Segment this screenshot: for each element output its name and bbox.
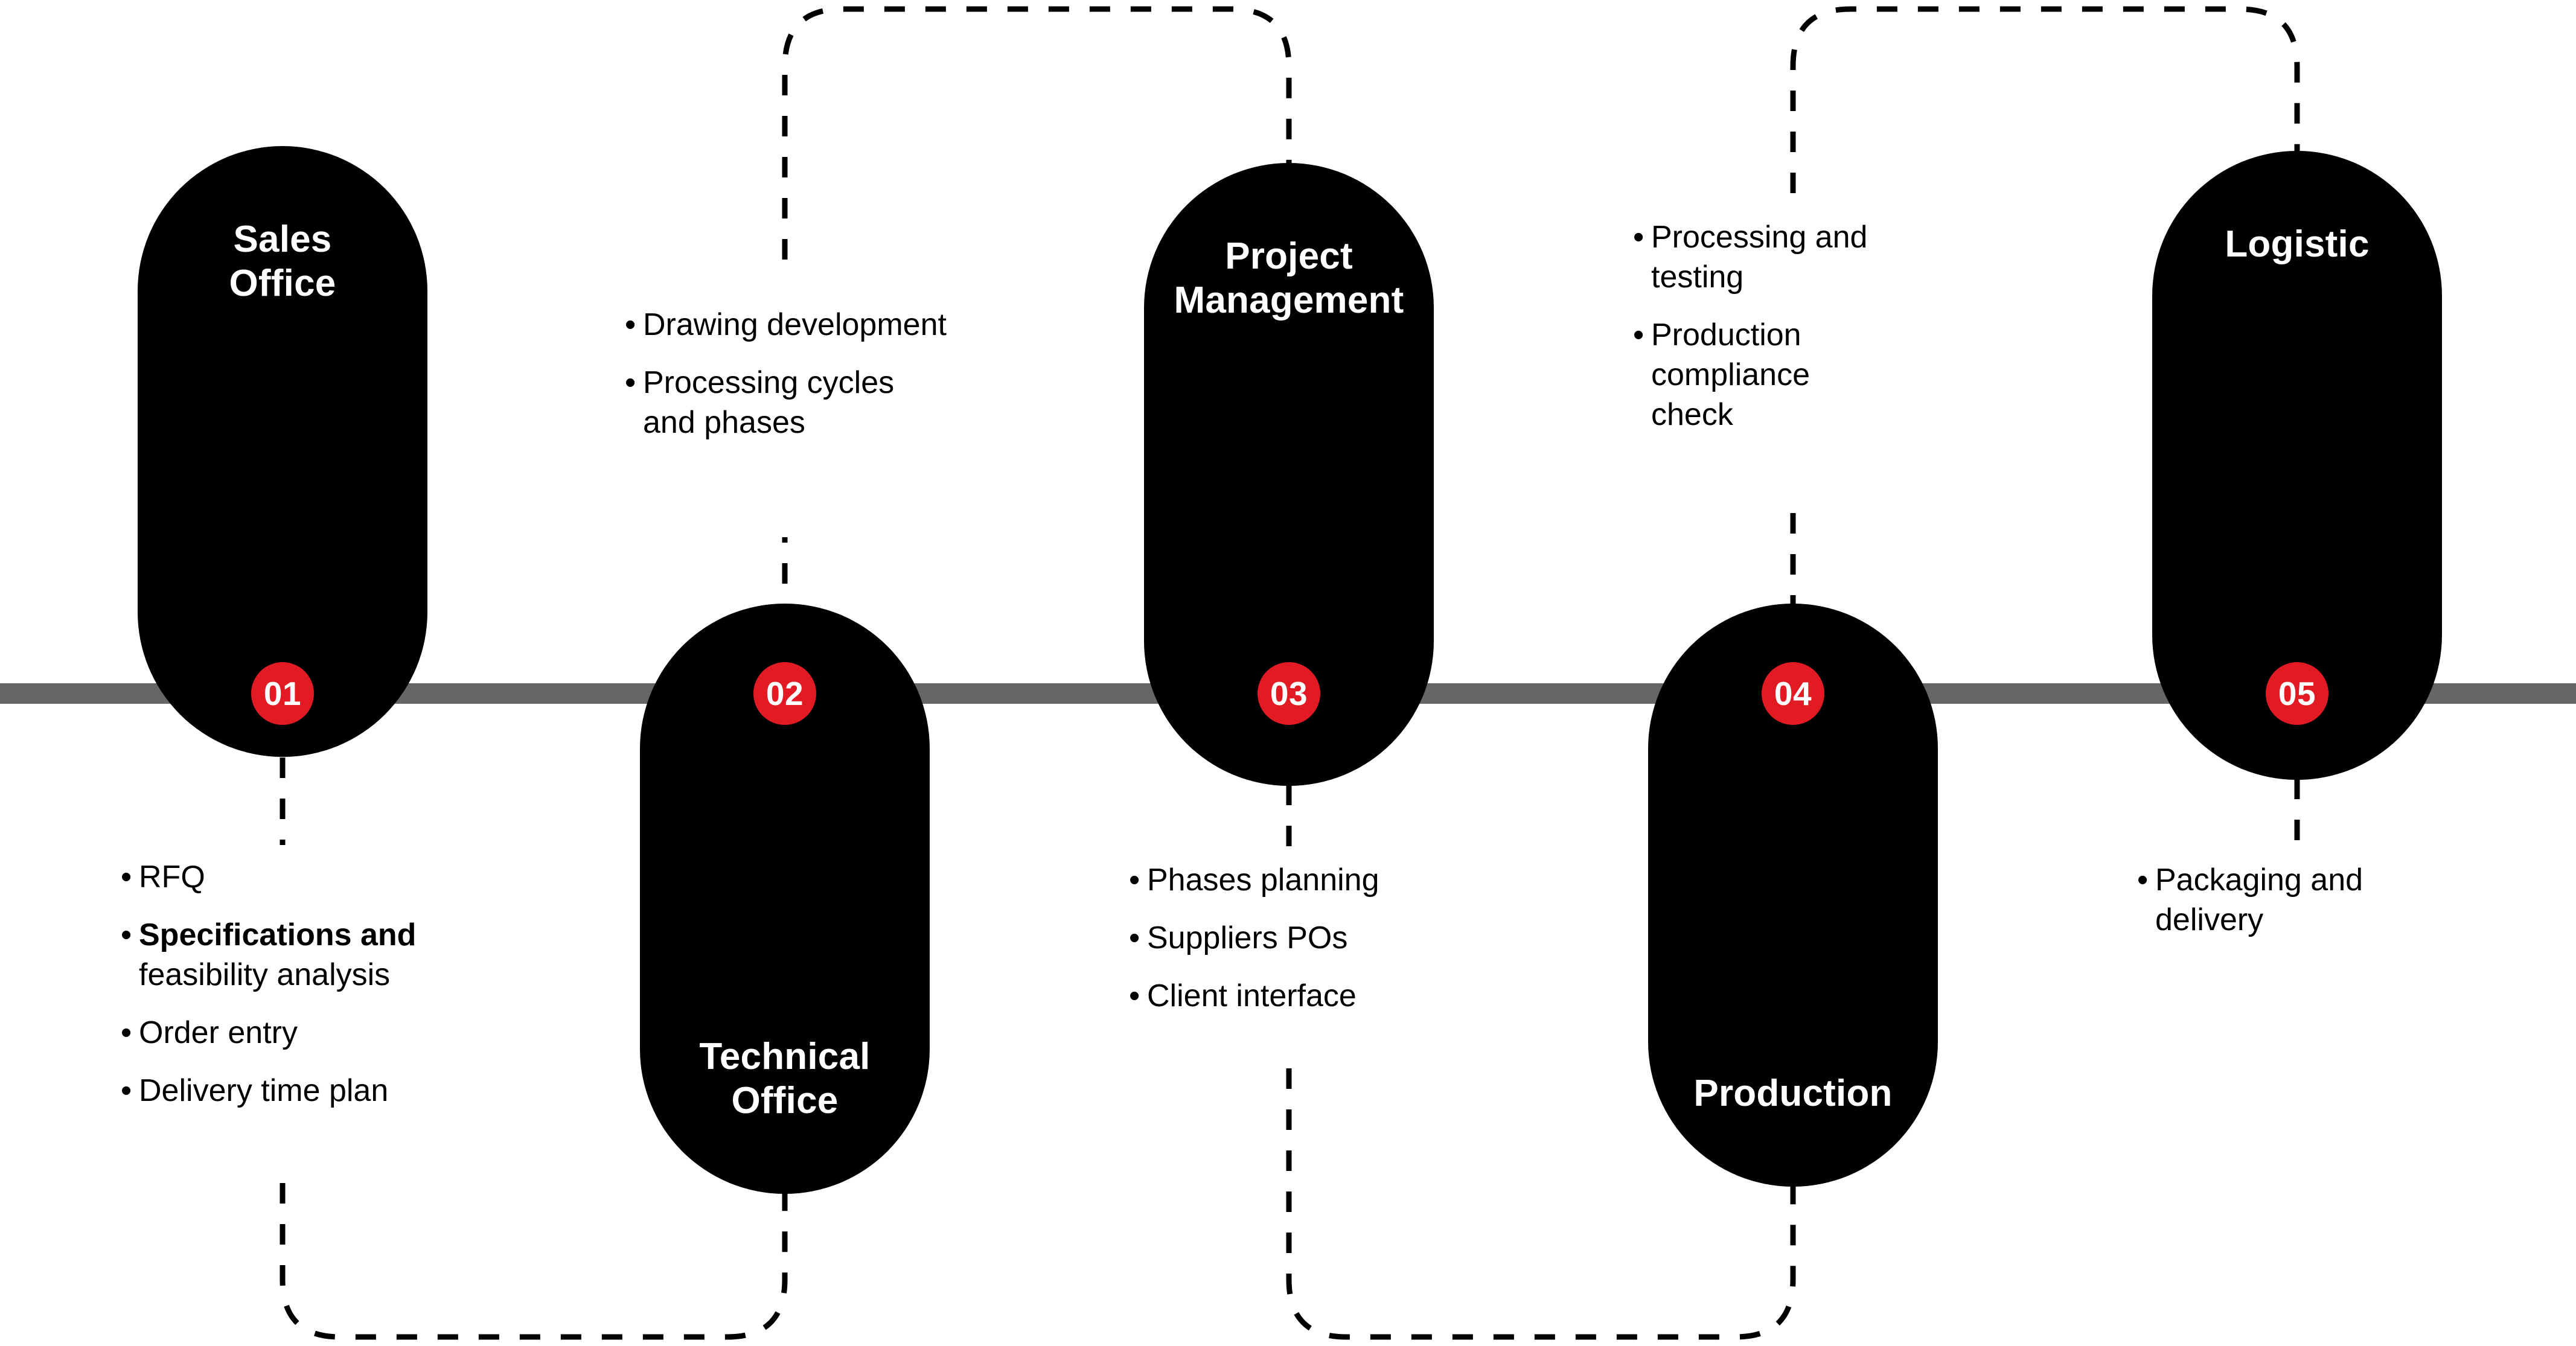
bullet-text: Client interface	[1147, 978, 1357, 1014]
bullet-dot-icon: •	[1129, 863, 1140, 898]
step-bullets-01: • RFQ • Specifications and feasibility a…	[121, 857, 507, 1111]
bullet-text: Packaging and delivery	[2155, 863, 2363, 938]
bullet-text: Suppliers POs	[1147, 920, 1348, 956]
bullet-text: Processing cycles and phases	[643, 365, 895, 441]
list-item: • Suppliers POs	[1129, 918, 1521, 958]
bullet-dot-icon: •	[1633, 220, 1644, 255]
bullet-dot-icon: •	[121, 1015, 132, 1051]
connector-bridge-01-02	[280, 1183, 788, 1340]
list-item: • Specifications and feasibility analysi…	[121, 915, 507, 995]
bullet-dot-icon: •	[625, 365, 636, 401]
bullet-dot-icon: •	[625, 307, 636, 342]
step-badge-04[interactable]: 04	[1762, 662, 1824, 725]
bullet-text: Specifications and feasibility analysis	[139, 917, 417, 993]
list-item: • RFQ	[121, 857, 507, 897]
bullet-text: Delivery time plan	[139, 1073, 389, 1109]
step-badge-03[interactable]: 03	[1258, 662, 1320, 725]
bullet-dot-icon: •	[2137, 863, 2149, 898]
step-bullets-05: • Packaging and delivery	[2137, 860, 2511, 940]
step-bullets-02: • Drawing development • Processing cycle…	[625, 305, 1017, 442]
step-bullets-04: • Processing and testing • Production co…	[1633, 217, 1983, 435]
bullet-text: RFQ	[139, 860, 205, 895]
list-item: • Processing cycles and phases	[625, 363, 1017, 442]
step-title-01: Sales Office	[229, 218, 336, 305]
list-item: • Production compliance check	[1633, 315, 1983, 435]
list-item: • Drawing development	[625, 305, 1017, 345]
bullet-dot-icon: •	[121, 1073, 132, 1109]
step-title-04: Production	[1693, 1072, 1893, 1114]
bullet-dot-icon: •	[121, 860, 132, 895]
list-item: • Processing and testing	[1633, 217, 1983, 297]
step-title-02: Technical Office	[699, 1035, 871, 1121]
bullet-text: Order entry	[139, 1015, 298, 1051]
step-badge-02[interactable]: 02	[753, 662, 816, 725]
bullet-dot-icon: •	[1633, 317, 1644, 353]
list-item: • Client interface	[1129, 976, 1521, 1016]
list-item: • Delivery time plan	[121, 1071, 507, 1111]
list-item: • Phases planning	[1129, 860, 1521, 900]
bullet-dot-icon: •	[1129, 920, 1140, 956]
step-bullets-03: • Phases planning • Suppliers POs • Clie…	[1129, 860, 1521, 1016]
bullet-dot-icon: •	[1129, 978, 1140, 1014]
step-badge-01[interactable]: 01	[251, 662, 314, 725]
step-title-03: Project Management	[1174, 235, 1404, 322]
list-item: • Order entry	[121, 1013, 507, 1053]
step-badge-05[interactable]: 05	[2266, 662, 2328, 725]
bullet-text: Production compliance check	[1651, 317, 1811, 433]
list-item: • Packaging and delivery	[2137, 860, 2511, 940]
bullet-text: Phases planning	[1147, 863, 1379, 898]
bullet-text: Drawing development	[643, 307, 947, 342]
bullet-dot-icon: •	[121, 917, 132, 953]
step-pill-01[interactable]: Sales Office	[138, 146, 427, 757]
step-title-05: Logistic	[2225, 223, 2370, 265]
bullet-text: Processing and testing	[1651, 220, 1868, 295]
